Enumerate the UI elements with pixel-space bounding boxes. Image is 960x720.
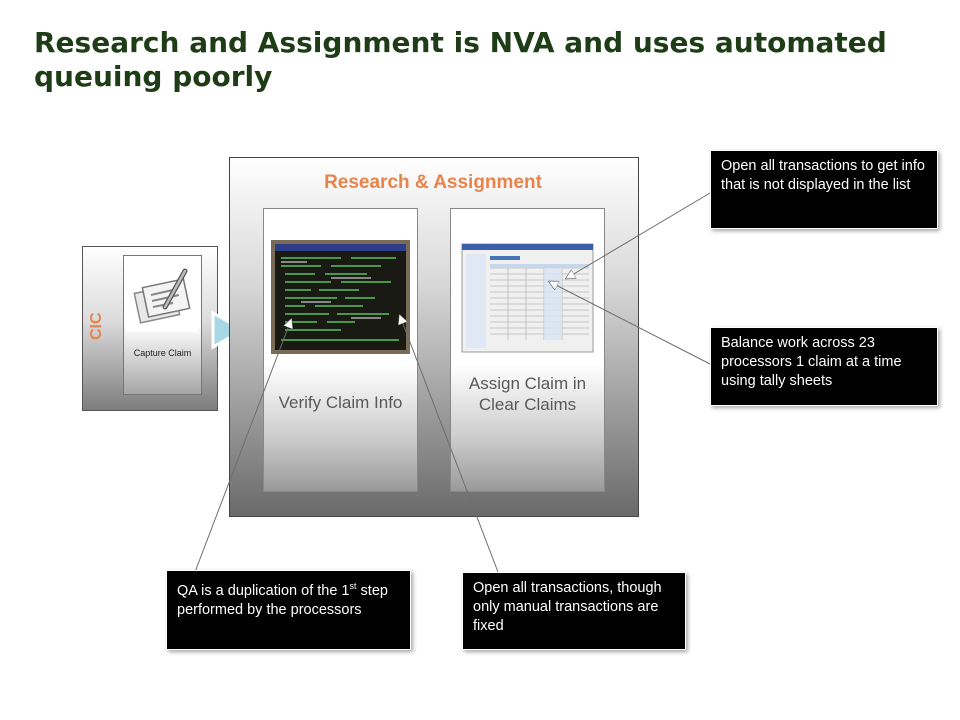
assign-claim-label: Assign Claim in Clear Claims xyxy=(468,374,587,414)
capture-claim-icon xyxy=(127,259,198,332)
connector-manual xyxy=(400,316,499,573)
assign-claim-card: Assign Claim in Clear Claims xyxy=(450,208,605,492)
connector-balance xyxy=(550,282,711,365)
qa-text-end: step performed by the processors xyxy=(177,582,388,618)
capture-claim-card: Capture Claim xyxy=(123,255,202,395)
capture-claim-label: Capture Claim xyxy=(133,348,192,358)
callout-open-all-transactions: Open all transactions to get info that i… xyxy=(710,150,938,229)
verify-claim-label: Verify Claim Info xyxy=(278,393,403,412)
terminal-screenshot xyxy=(271,222,410,363)
qa-superscript: st xyxy=(349,581,357,591)
connector-open-all xyxy=(567,192,711,278)
callout-qa-duplication: QA is a duplication of the 1st step perf… xyxy=(166,570,411,650)
research-assignment-title: Research & Assignment xyxy=(324,172,542,193)
qa-text-start: QA is a duplication of the 1 xyxy=(177,582,350,599)
callout-balance-work: Balance work across 23 processors 1 clai… xyxy=(710,327,938,406)
callout-manual-transactions: Open all transactions, though only manua… xyxy=(462,572,686,650)
flow-arrow-icon xyxy=(211,310,246,350)
clear-claims-screenshot xyxy=(458,222,597,363)
verify-claim-card: Verify Claim Info xyxy=(263,208,418,492)
connector-qa xyxy=(194,320,291,573)
page-title: Research and Assignment is NVA and uses … xyxy=(34,26,887,93)
